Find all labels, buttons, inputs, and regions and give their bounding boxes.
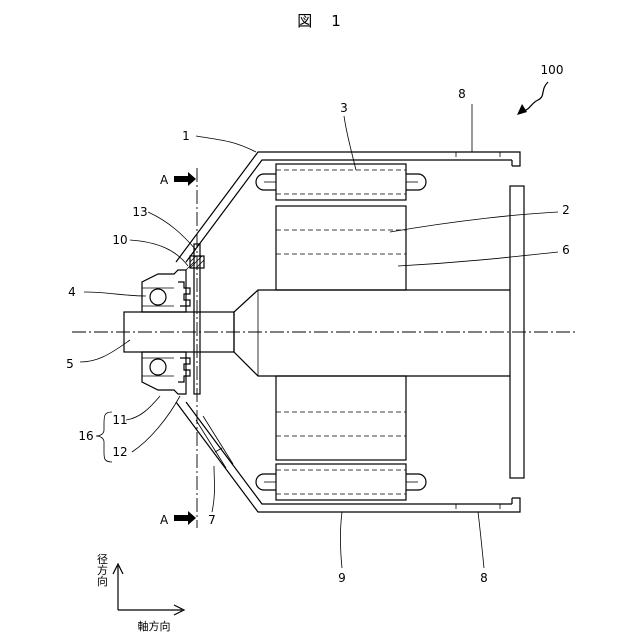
section-a-top-arrow — [174, 172, 196, 186]
label-10: 10 — [112, 233, 127, 247]
label-11: 11 — [112, 413, 127, 427]
label-13: 13 — [132, 205, 147, 219]
label-4: 4 — [68, 285, 76, 299]
label-2: 2 — [562, 203, 570, 217]
shaft — [124, 290, 510, 376]
section-a-bottom-arrow — [174, 511, 196, 525]
bearing-housing-bottom — [142, 352, 190, 394]
radial-direction-label: 径方向 — [96, 553, 109, 586]
magnet-block-bottom — [276, 376, 406, 460]
assembly-number-label: 100 — [541, 63, 564, 77]
coil-bottom — [256, 464, 426, 500]
figure-title: 図 1 — [297, 12, 343, 30]
coil-top — [256, 164, 426, 200]
assembly-leader-arrow — [522, 82, 548, 112]
section-a-top-label: A — [160, 173, 169, 187]
label-8-top: 8 — [458, 87, 466, 101]
label-9: 9 — [338, 571, 346, 585]
label-6: 6 — [562, 243, 570, 257]
axial-direction-label: 軸方向 — [138, 619, 171, 633]
section-a-bottom-label: A — [160, 513, 169, 527]
label-7: 7 — [208, 513, 216, 527]
label-12: 12 — [112, 445, 127, 459]
label-1: 1 — [182, 129, 190, 143]
leader-lines — [80, 104, 558, 568]
label-5: 5 — [66, 357, 74, 371]
direction-indicator — [113, 564, 184, 615]
label-8-bottom: 8 — [480, 571, 488, 585]
magnet-block-top — [276, 206, 406, 290]
label-16: 16 — [78, 429, 93, 443]
bearing-housing-top — [142, 270, 190, 312]
assembly-arrowhead — [517, 104, 527, 115]
label-3: 3 — [340, 101, 348, 115]
